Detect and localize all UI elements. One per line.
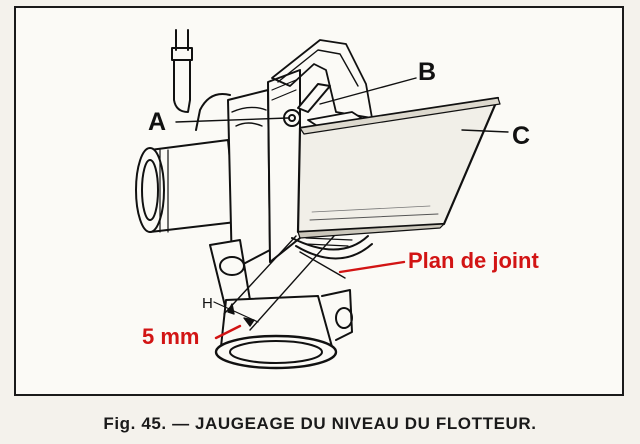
label-c: C <box>512 122 531 150</box>
plan-de-joint-leader <box>338 260 406 274</box>
gauge-plate <box>296 96 501 239</box>
leader-line-b <box>319 77 417 105</box>
leader-lines <box>175 77 509 133</box>
fuel-inlet-pipe <box>171 29 193 113</box>
label-dimension: 5 mm <box>142 324 200 349</box>
leader-line-a <box>175 117 289 123</box>
lower-throat <box>214 289 353 370</box>
label-b: B <box>418 58 437 86</box>
label-h: H <box>202 295 213 312</box>
figure-caption: Fig. 45. — JAUGEAGE DU NIVEAU DU FLOTTEU… <box>103 414 537 433</box>
label-a: A <box>148 108 167 136</box>
dimension-leader <box>214 324 242 340</box>
carburetor-body <box>135 89 271 311</box>
label-plan-de-joint: Plan de joint <box>408 248 539 273</box>
leader-line-c <box>461 129 509 133</box>
dimension-lines <box>213 235 335 331</box>
